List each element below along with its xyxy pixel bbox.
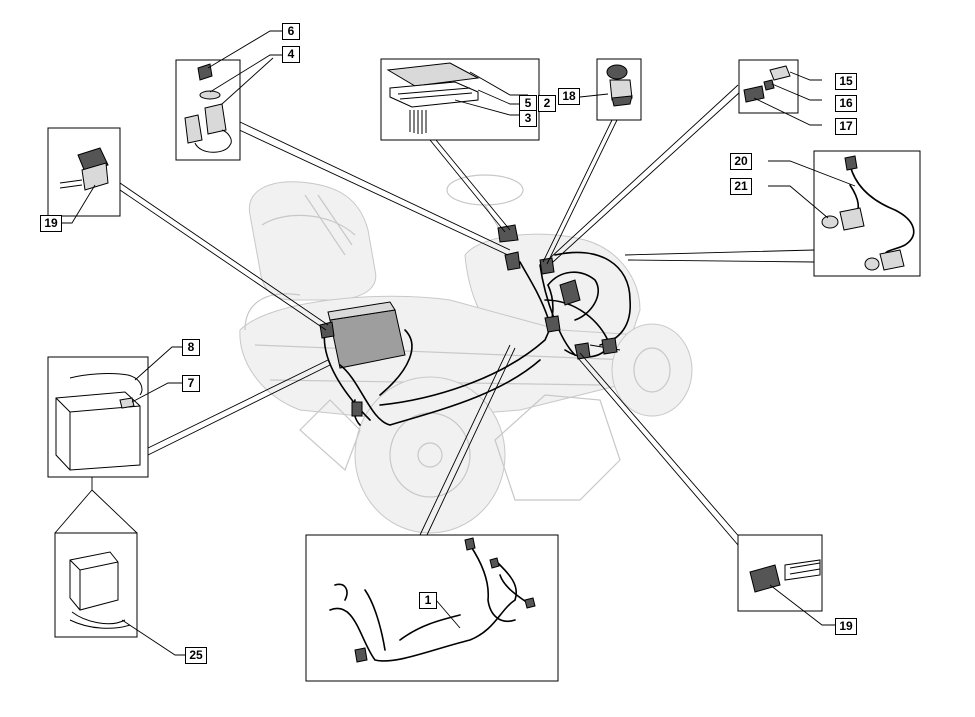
- callout-17: 17: [835, 118, 857, 135]
- mower-deck: [494, 394, 621, 501]
- push-button-box: [579, 58, 642, 121]
- headlight-box: [768, 150, 921, 277]
- tractor-seat: [248, 181, 377, 301]
- callout-2: 2: [538, 95, 556, 112]
- callout-7: 7: [182, 375, 200, 392]
- battery-box: [47, 346, 182, 478]
- callout-6: 6: [282, 23, 300, 40]
- ignition-switch-box: [175, 30, 282, 161]
- connector-box: [738, 59, 822, 126]
- charger-box: [54, 532, 185, 656]
- switch-box-left: [47, 127, 121, 224]
- callout-16: 16: [835, 95, 857, 112]
- callout-1: 1: [419, 592, 437, 609]
- callout-3: 3: [519, 110, 537, 127]
- rear-wheel: [354, 376, 506, 534]
- callout-20: 20: [730, 153, 752, 170]
- callout-5: 5: [519, 95, 537, 112]
- callout-19-right: 19: [835, 618, 857, 635]
- callout-21: 21: [730, 178, 752, 195]
- front-wheel: [611, 323, 693, 417]
- switch-box-right: [737, 534, 835, 626]
- dashboard-panel-box: [380, 58, 546, 141]
- callout-25: 25: [185, 647, 207, 664]
- leader-lines: [54, 84, 815, 546]
- callout-18: 18: [558, 88, 580, 105]
- callout-4: 4: [282, 46, 300, 63]
- callout-19-left: 19: [40, 215, 62, 232]
- callout-15: 15: [835, 73, 857, 90]
- callout-8: 8: [182, 339, 200, 356]
- steering-wheel: [446, 174, 524, 206]
